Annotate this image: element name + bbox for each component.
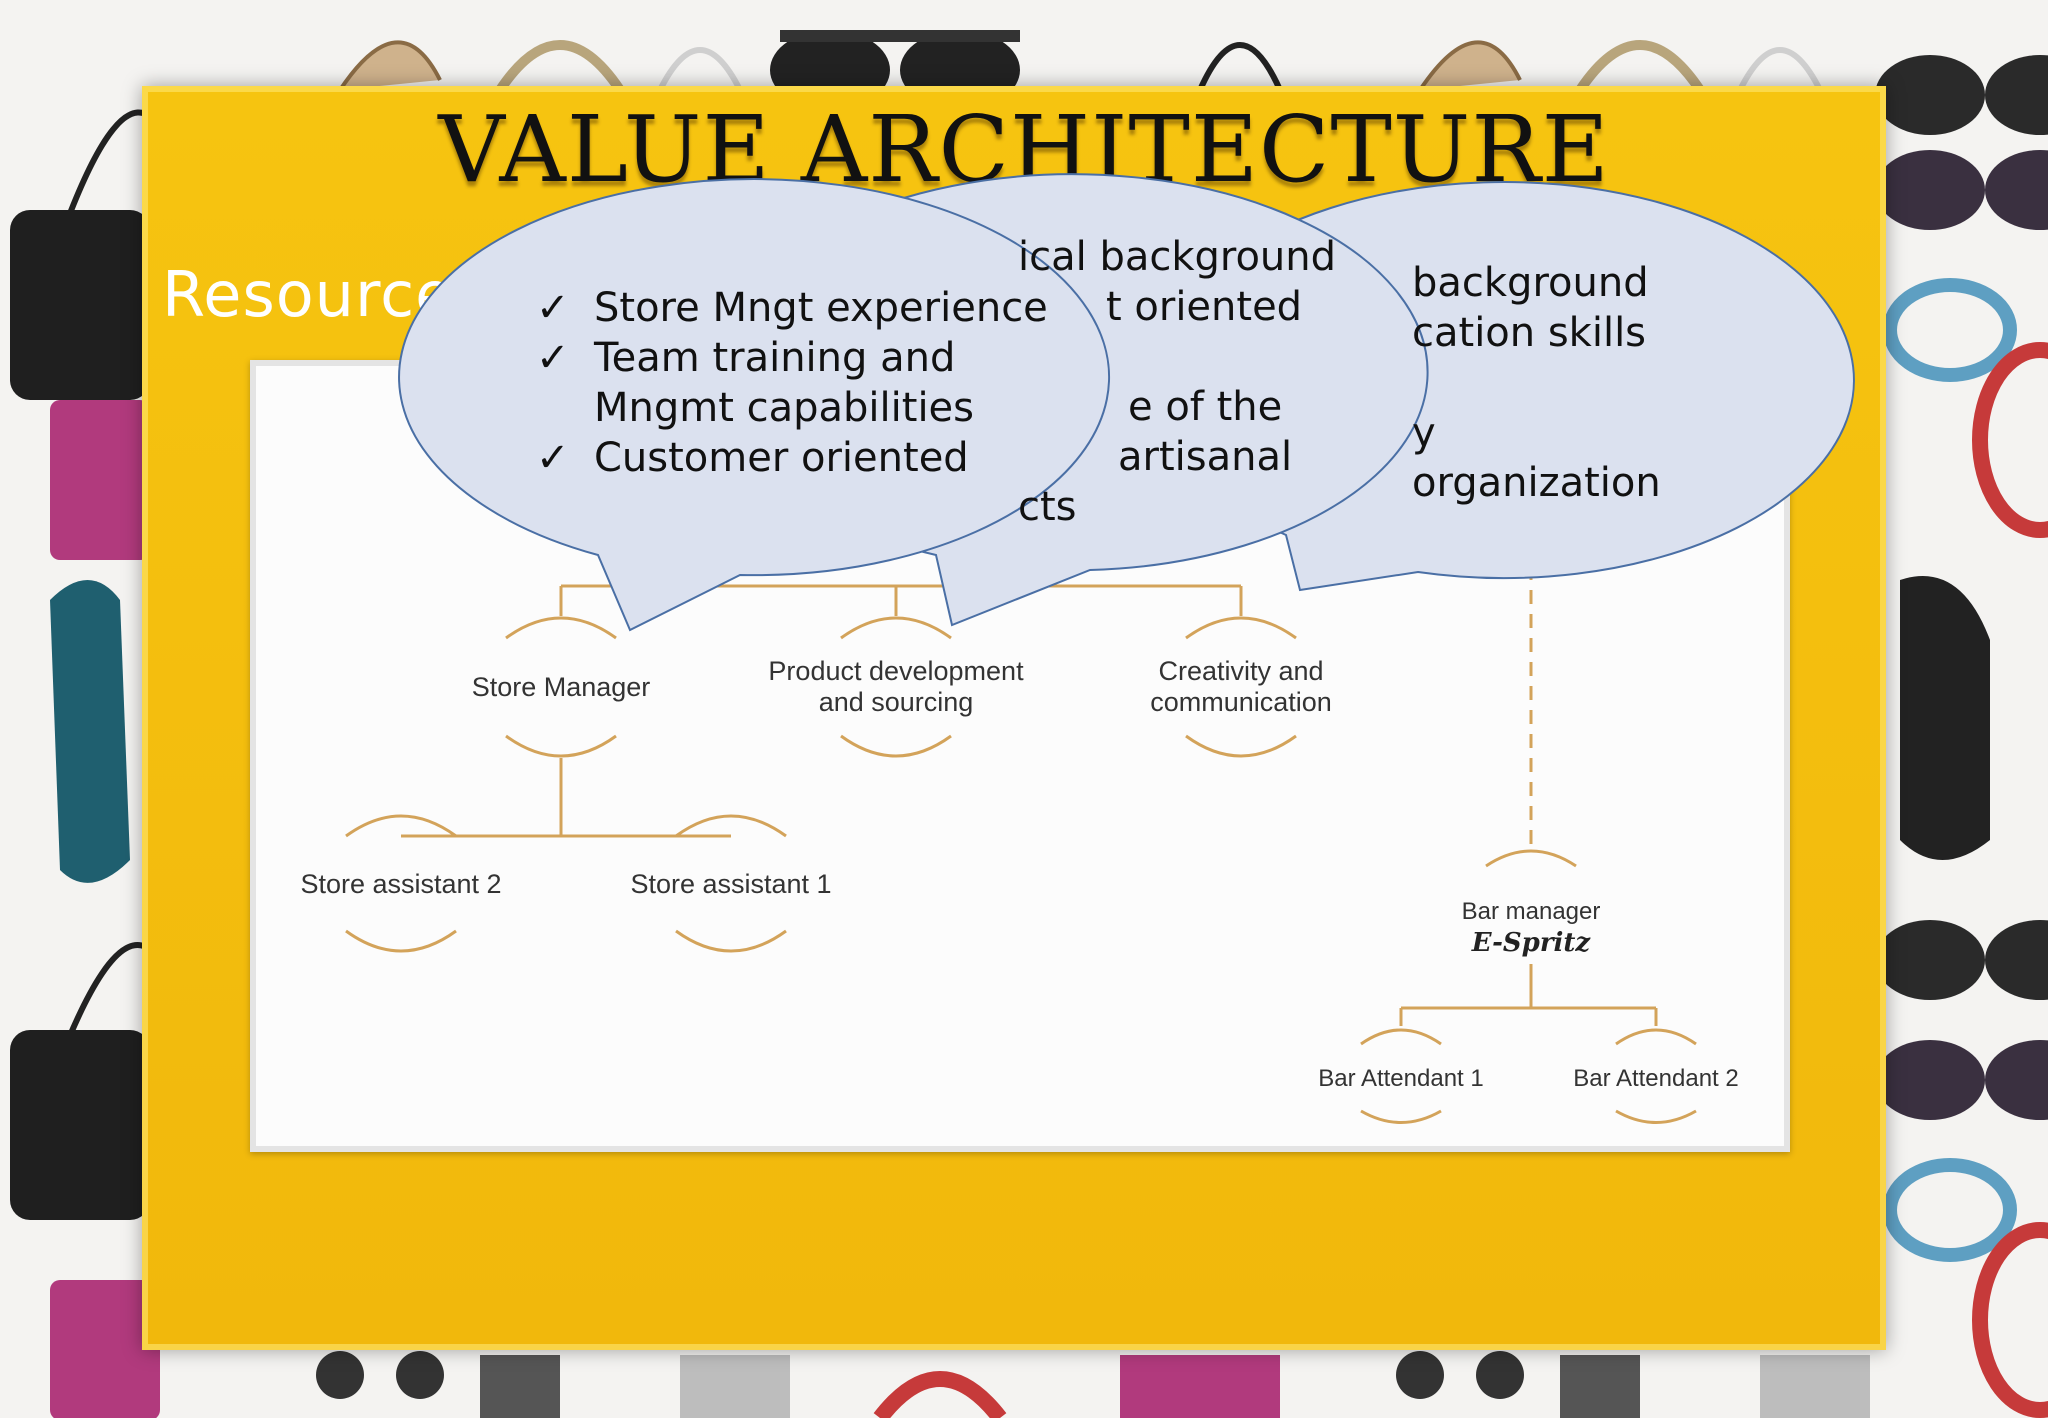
necklace-icon — [1575, 40, 1823, 93]
bubble-front-item: ✓ Store Mngt experience — [536, 283, 1048, 333]
checkmark-icon: ✓ — [536, 285, 570, 331]
bracelet-icon — [1883, 1158, 2048, 1418]
org-chart: Store Manager Product development and so… — [300, 566, 1739, 1124]
bubble-front-text: ✓ Store Mngt experience ✓ Team training an… — [536, 283, 1048, 483]
node-top-arc — [840, 616, 952, 640]
necklace-icon — [495, 40, 743, 93]
sunglasses-icon — [1875, 920, 2048, 1120]
handbag-icon — [1197, 42, 1283, 92]
node-store-assistant-1: Store assistant 1 — [630, 869, 831, 899]
node-bottom-arc — [675, 929, 787, 953]
node-bottom-arc — [1615, 1109, 1697, 1124]
bubble-back-line: cation skills — [1412, 310, 1647, 356]
sandal-icon — [1418, 40, 1522, 92]
bubble-middle-line: artisanal — [1118, 434, 1293, 480]
node-bottom-arc — [1360, 1109, 1442, 1124]
bar-brand-logo: E-Spritz — [1471, 928, 1592, 958]
node-bottom-arc — [505, 734, 617, 758]
node-creativity-line2: communication — [1150, 687, 1332, 717]
node-store-assistant-2: Store assistant 2 — [300, 869, 501, 899]
bubble-middle-text: ical background t oriented e of the arti… — [1018, 232, 1336, 532]
bubble-front-item-text: Team training and — [594, 335, 956, 381]
node-product-development-line1: Product development — [768, 656, 1024, 686]
clutch-icon — [50, 1280, 160, 1418]
node-bottom-arc — [840, 734, 952, 758]
node-top-arc — [505, 616, 617, 640]
sunglasses-icon — [1875, 55, 2048, 230]
node-top-arc — [1360, 1028, 1442, 1046]
org-connector — [1399, 964, 1658, 1026]
node-bar-manager: Bar manager — [1462, 898, 1601, 925]
node-product-development-line2: and sourcing — [819, 687, 974, 717]
bubble-middle-line: cts — [1018, 484, 1077, 530]
bubble-back-line: organization — [1412, 460, 1661, 506]
node-bottom-arc — [1185, 734, 1297, 758]
sandal-icon — [338, 40, 442, 92]
bubble-back-line: background — [1412, 260, 1649, 306]
bubble-front-item-text: Mngmt capabilities — [594, 385, 974, 431]
node-top-arc — [1185, 616, 1297, 640]
section-subtitle: Resource — [162, 258, 455, 331]
checkmark-icon: ✓ — [536, 435, 570, 481]
bubble-back-text: background cation skills y organization — [1412, 258, 1661, 508]
bubble-front-item: ✓ Team training and — [536, 333, 1048, 383]
bubble-front-item-text: Customer oriented — [594, 435, 969, 481]
bubble-back-line: y — [1412, 410, 1436, 456]
org-connector — [559, 586, 1243, 616]
shoe-icon — [50, 580, 130, 883]
node-top-arc — [1615, 1028, 1697, 1046]
node-store-manager: Store Manager — [472, 672, 651, 702]
bubble-front-item: ✓ Customer oriented — [536, 433, 1048, 483]
node-top-arc — [1485, 849, 1577, 868]
bubble-middle-line: ical background — [1018, 234, 1337, 280]
node-bar-attendant-1: Bar Attendant 1 — [1318, 1065, 1483, 1092]
node-creativity-line1: Creativity and — [1158, 656, 1323, 686]
bubble-front-item-text: Store Mngt experience — [594, 285, 1048, 331]
bracelet-icon — [1883, 278, 2048, 538]
checkmark-icon: ✓ — [536, 335, 570, 381]
clutch-icon — [50, 400, 150, 560]
bubble-middle-line: t oriented — [1106, 284, 1303, 330]
node-top-arc — [345, 814, 457, 838]
sandal-icon — [1900, 576, 1990, 860]
bubble-middle-line: e of the — [1128, 384, 1283, 430]
clutch-icon — [316, 1351, 1870, 1418]
node-bar-attendant-2: Bar Attendant 2 — [1573, 1065, 1738, 1092]
node-top-arc — [675, 814, 787, 838]
speech-bubble-front — [398, 178, 1110, 632]
node-bottom-arc — [345, 929, 457, 953]
